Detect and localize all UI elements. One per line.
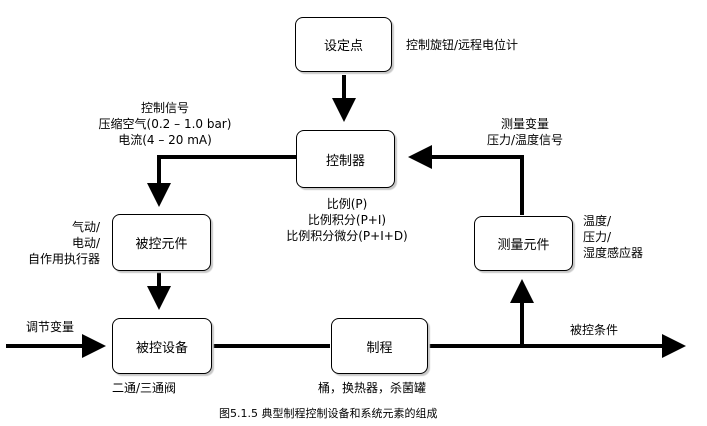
measuring-element-box: 测量元件: [474, 216, 573, 271]
actuator-type-self-acting: 自作用执行器: [27, 252, 100, 266]
actuator-type-electric: 电动/: [71, 236, 100, 250]
measured-variable-label: 测量变量 压力/温度信号: [470, 116, 580, 148]
control-signal-line-1: 控制信号: [140, 101, 189, 115]
control-mode-pi: 比例积分(P+I): [307, 213, 387, 227]
sensor-type-humidity: 湿度感应器: [583, 246, 644, 260]
controlled-device-box-label: 被控设备: [135, 340, 188, 356]
sensor-type-temperature: 温度/: [583, 214, 612, 228]
measuring-element-box-label: 测量元件: [497, 238, 550, 253]
arrow-measuring-to-controller: [408, 145, 524, 215]
manipulated-variable-label: 调节变量: [26, 320, 75, 334]
valve-types-label: 二通/三通阀: [112, 381, 177, 395]
controlled-element-box: 被控元件: [112, 214, 211, 271]
control-signal-label: 控制信号 压缩空气(0.2 – 1.0 bar) 电流(4 – 20 mA): [60, 100, 270, 148]
setpoint-box: 设定点: [295, 17, 392, 72]
controlled-device-box: 被控设备: [112, 318, 212, 374]
control-signal-line-3: 电流(4 – 20 mA): [118, 133, 212, 147]
sensor-types-label: 温度/ 压力/ 湿度感应器: [583, 213, 643, 261]
setpoint-box-label: 设定点: [323, 39, 363, 54]
actuator-types-label: 气动/ 电动/ 自作用执行器: [20, 219, 100, 267]
controlled-element-box-label: 被控元件: [135, 237, 188, 252]
controller-box: 控制器: [296, 130, 395, 188]
figure-caption: 图5.1.5 典型制程控制设备和系统元素的组成: [219, 407, 438, 420]
sensor-type-pressure: 压力/: [583, 230, 612, 244]
measured-variable-line-2: 压力/温度信号: [486, 133, 564, 147]
actuator-type-pneumatic: 气动/: [71, 220, 100, 234]
controller-box-label: 控制器: [325, 153, 365, 169]
process-examples-label: 桶，换热器，杀菌罐: [318, 381, 427, 395]
control-mode-pid: 比例积分微分(P+I+D): [286, 229, 408, 243]
arrow-controller-to-controlled-element: [147, 155, 296, 207]
control-signal-line-2: 压缩空气(0.2 – 1.0 bar): [98, 117, 232, 131]
control-modes-label: 比例(P) 比例积分(P+I) 比例积分微分(P+I+D): [262, 196, 432, 244]
setpoint-note: 控制旋钮/远程电位计: [406, 38, 519, 52]
controlled-condition-label: 被控条件: [570, 323, 619, 337]
measured-variable-line-1: 测量变量: [500, 117, 549, 131]
control-mode-p: 比例(P): [326, 197, 368, 211]
process-box-label: 制程: [366, 340, 393, 356]
process-box: 制程: [331, 318, 428, 374]
